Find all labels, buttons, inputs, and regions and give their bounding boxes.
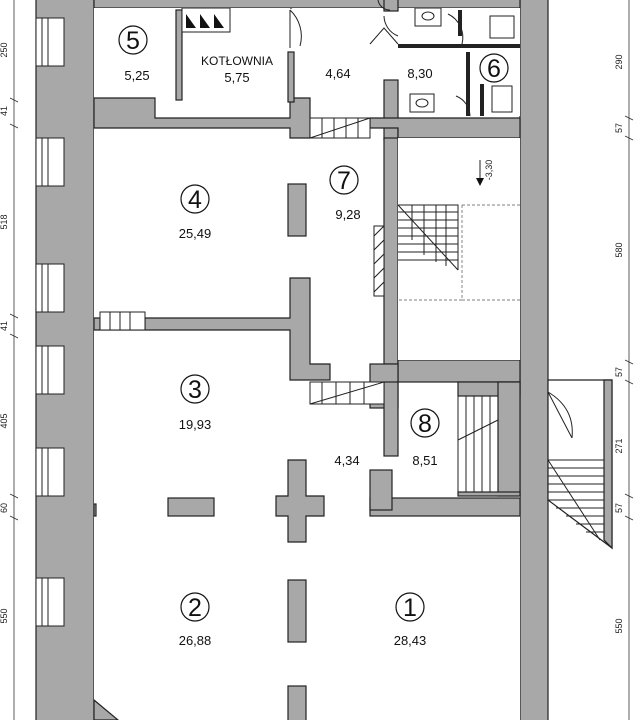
svg-text:5: 5 bbox=[126, 27, 140, 55]
dim-right-5: 271 bbox=[614, 438, 624, 453]
dim-left-5: 405 bbox=[0, 413, 9, 428]
room-number-1: 1 bbox=[395, 592, 425, 622]
room-number-5: 5 bbox=[118, 25, 148, 55]
external-stair bbox=[547, 379, 613, 550]
svg-text:4: 4 bbox=[188, 186, 202, 214]
area-hall-north: 4,64 bbox=[325, 66, 350, 81]
column bbox=[287, 183, 307, 237]
wall-stair-left bbox=[383, 137, 399, 365]
sink bbox=[415, 98, 429, 108]
dim-left-3: 518 bbox=[0, 214, 9, 229]
room-area-6: 8,30 bbox=[407, 66, 432, 81]
room-area-8: 8,51 bbox=[412, 453, 437, 468]
sink bbox=[421, 11, 435, 21]
room-number-7: 7 bbox=[329, 165, 359, 195]
wall-north-row bbox=[93, 97, 311, 139]
svg-text:7: 7 bbox=[337, 167, 351, 195]
wall-3-2 bbox=[167, 497, 215, 517]
sink bbox=[409, 93, 435, 113]
wall-stair-bottom bbox=[397, 359, 521, 383]
svg-text:8: 8 bbox=[418, 410, 432, 438]
svg-text:2: 2 bbox=[188, 594, 202, 622]
room-number-6: 6 bbox=[479, 53, 509, 83]
window bbox=[35, 17, 65, 67]
doors bbox=[289, 0, 471, 117]
small-stairs bbox=[99, 117, 385, 405]
wall-bath-top bbox=[383, 0, 399, 12]
dim-right-4: 57 bbox=[614, 367, 624, 377]
column bbox=[287, 685, 307, 720]
boiler-room-label: KOTŁOWNIA bbox=[201, 54, 273, 68]
svg-text:3: 3 bbox=[188, 376, 202, 404]
dimension-line-left: 250 41 518 41 405 60 550 bbox=[0, 0, 19, 720]
dim-left-4: 41 bbox=[0, 321, 9, 331]
stair-room8 bbox=[457, 396, 499, 492]
room-area-7: 9,28 bbox=[335, 207, 360, 222]
wall-3-1-stub bbox=[369, 469, 393, 511]
svg-text:6: 6 bbox=[487, 55, 501, 83]
bath-partition bbox=[458, 10, 462, 36]
boiler-room-area: 5,75 bbox=[224, 70, 249, 85]
toilet bbox=[489, 15, 515, 39]
window-bays bbox=[35, 17, 65, 627]
dim-right-2: 57 bbox=[614, 123, 624, 133]
chamfer bbox=[93, 698, 119, 720]
room-number-4: 4 bbox=[180, 184, 210, 214]
level-mark: -3,30 bbox=[476, 160, 494, 186]
cross-column bbox=[275, 459, 325, 543]
room-area-2: 26,88 bbox=[179, 633, 212, 648]
sink bbox=[414, 7, 442, 27]
window bbox=[35, 137, 65, 187]
column bbox=[287, 579, 307, 643]
wall-3-2-stub bbox=[93, 503, 97, 517]
wall-boiler-left bbox=[175, 9, 183, 101]
dim-right-3: 580 bbox=[614, 242, 624, 257]
window bbox=[35, 577, 65, 627]
window bbox=[35, 447, 65, 497]
room-area-5: 5,25 bbox=[124, 68, 149, 83]
room-number-8: 8 bbox=[410, 408, 440, 438]
wall-room8-right bbox=[497, 381, 521, 497]
wall-boiler-right bbox=[287, 51, 295, 103]
svg-text:1: 1 bbox=[403, 594, 417, 622]
dim-left-6: 60 bbox=[0, 503, 9, 513]
stair-main bbox=[373, 138, 520, 360]
dim-right-1: 290 bbox=[614, 54, 624, 69]
svg-text:-3,30: -3,30 bbox=[484, 160, 494, 181]
bath-partition bbox=[398, 44, 520, 48]
window bbox=[35, 263, 65, 313]
room-number-3: 3 bbox=[180, 374, 210, 404]
east-wall bbox=[519, 0, 549, 720]
toilet bbox=[491, 85, 513, 113]
dim-left-1: 250 bbox=[0, 42, 9, 57]
dim-right-7: 550 bbox=[614, 618, 624, 633]
dim-left-2: 41 bbox=[0, 106, 9, 116]
wall-room8-bottom bbox=[457, 491, 521, 497]
wall-room8-left bbox=[383, 381, 399, 457]
room-area-3: 19,93 bbox=[179, 417, 212, 432]
room-area-1: 28,43 bbox=[394, 633, 427, 648]
room-number-2: 2 bbox=[180, 592, 210, 622]
room-area-4: 25,49 bbox=[179, 226, 212, 241]
dim-right-6: 57 bbox=[614, 503, 624, 513]
north-wall bbox=[93, 0, 521, 9]
dimension-line-right: 290 57 580 57 271 57 550 bbox=[614, 0, 634, 720]
wall-bath-left bbox=[383, 79, 399, 141]
fixtures bbox=[181, 7, 515, 113]
bath-partition bbox=[466, 52, 470, 116]
area-hall-middle: 4,34 bbox=[334, 453, 359, 468]
bath-partition bbox=[480, 84, 484, 116]
dim-left-7: 550 bbox=[0, 608, 9, 623]
window bbox=[35, 345, 65, 395]
